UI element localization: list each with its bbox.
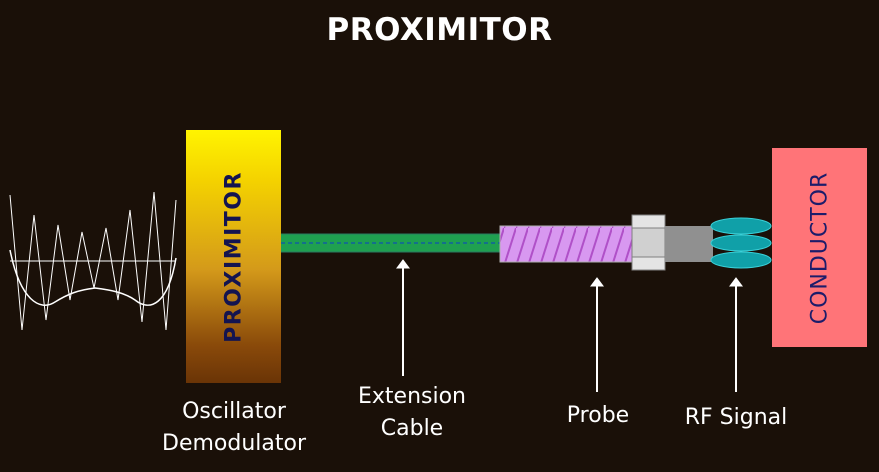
oscillator-demodulator-label: Oscillator Demodulator [162,399,306,456]
probe-tip [665,226,713,262]
conductor-block-label: CONDUCTOR [807,171,832,324]
probe-nut [631,214,666,271]
envelope-curve [9,249,177,306]
proximitor-block-label: PROXIMITOR [221,170,246,343]
diagram-title: PROXIMITOR [326,12,553,48]
rf-signal-label: RF Signal [684,405,788,430]
extension-cable-label: Extension Cable [357,384,466,441]
carrier-wave [9,191,177,331]
probe-body [499,225,634,263]
rf-signal-rings [710,217,772,269]
extension-cable [281,234,501,252]
probe-label: Probe [566,403,630,428]
proximitor-block: PROXIMITOR [186,130,281,383]
conductor-block: CONDUCTOR [772,148,867,347]
